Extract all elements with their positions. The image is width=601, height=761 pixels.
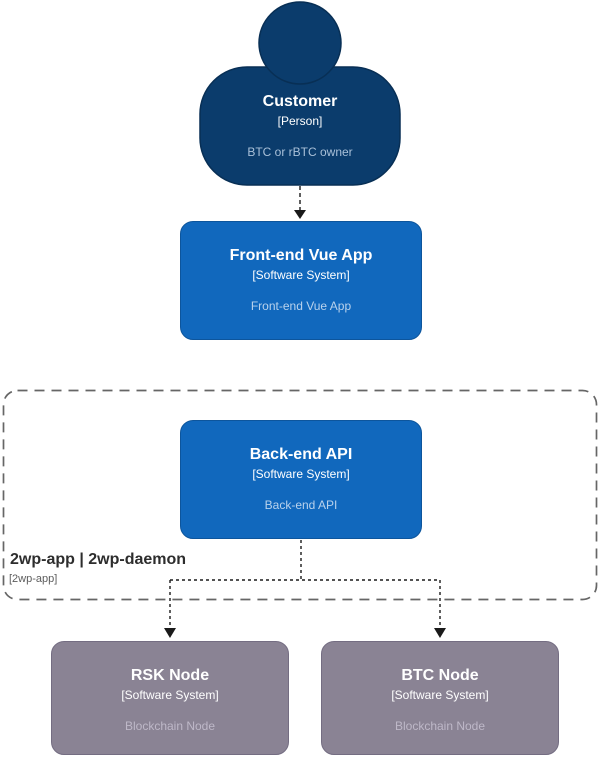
edge-backend-split bbox=[169, 540, 441, 629]
boundary-meta: [2wp-app] bbox=[9, 573, 58, 585]
person-customer-name: Customer bbox=[262, 93, 338, 110]
boundary-title: 2wp-app | 2wp-daemon bbox=[10, 551, 187, 568]
system-btc-node-meta: [Software System] bbox=[391, 688, 489, 702]
system-rsk-node-meta: [Software System] bbox=[121, 688, 219, 702]
person-customer: Customer [Person] BTC or rBTC owner bbox=[200, 67, 400, 185]
person-head-shape bbox=[258, 1, 342, 85]
person-customer-meta: [Person] bbox=[277, 114, 323, 128]
system-frontend-description: Front-end Vue App bbox=[250, 299, 352, 313]
system-frontend: Front-end Vue App [Software System] Fron… bbox=[180, 221, 422, 340]
system-frontend-name: Front-end Vue App bbox=[229, 247, 373, 264]
system-rsk-node-name: RSK Node bbox=[130, 667, 210, 684]
system-btc-node: BTC Node [Software System] Blockchain No… bbox=[321, 641, 559, 755]
boundary-2wp-app-label: 2wp-app | 2wp-daemon [2wp-app] bbox=[9, 550, 186, 586]
system-backend-meta: [Software System] bbox=[252, 467, 350, 481]
edge-customer-to-frontend-arrowhead bbox=[294, 210, 306, 219]
system-frontend-meta: [Software System] bbox=[252, 268, 350, 282]
system-rsk-node: RSK Node [Software System] Blockchain No… bbox=[51, 641, 289, 755]
system-rsk-node-description: Blockchain Node bbox=[124, 719, 216, 733]
boundary-2wp-app-outline bbox=[2, 389, 598, 601]
system-backend: Back-end API [Software System] Back-end … bbox=[180, 420, 422, 539]
edge-backend-to-rsk-arrowhead bbox=[164, 628, 176, 638]
system-backend-name: Back-end API bbox=[249, 446, 353, 463]
edge-backend-to-btc-arrowhead bbox=[434, 628, 446, 638]
person-customer-description: BTC or rBTC owner bbox=[247, 145, 353, 159]
system-btc-node-description: Blockchain Node bbox=[394, 719, 486, 733]
system-btc-node-name: BTC Node bbox=[401, 667, 479, 684]
system-backend-description: Back-end API bbox=[264, 498, 338, 512]
